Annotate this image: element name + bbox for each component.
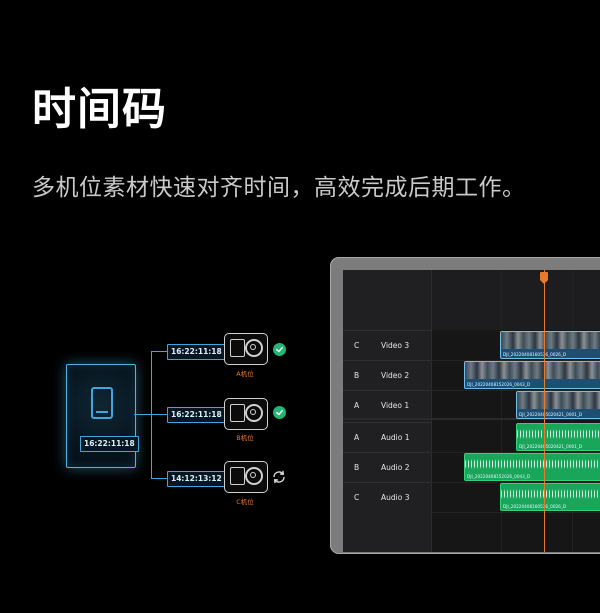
camera-c-label: C机位 xyxy=(236,498,254,506)
page-title: 时间码 xyxy=(32,84,167,135)
video-clip[interactable]: DJI_20220408160536_0026_D xyxy=(500,331,600,359)
video-clip[interactable]: DJI_20220405020421_0001_D xyxy=(516,391,600,419)
camera-icon xyxy=(224,333,268,365)
playhead-line xyxy=(544,270,545,552)
connector-line xyxy=(151,351,152,479)
camera-icon xyxy=(224,398,268,430)
page-subtitle: 多机位素材快速对齐时间，高效完成后期工作。 xyxy=(32,175,526,201)
camera-b-label: B机位 xyxy=(236,434,254,442)
camera-c-timecode: 14:12:13:12 xyxy=(167,471,226,487)
playhead-handle[interactable] xyxy=(540,272,548,284)
connector-line xyxy=(151,351,167,352)
master-timecode: 16:22:11:18 xyxy=(80,436,139,452)
camera-icon xyxy=(224,461,268,493)
audio-clip[interactable]: DJI_20220408152026_0043_D xyxy=(464,453,600,481)
camera-b-timecode: 16:22:11:18 xyxy=(167,407,226,423)
check-circle-icon xyxy=(273,343,286,356)
connector-line xyxy=(134,414,167,415)
video-audio-divider xyxy=(343,418,600,420)
camera-a-timecode: 16:22:11:18 xyxy=(167,344,226,360)
audio-clip[interactable]: DJI_20220405020421_0001_D xyxy=(516,423,600,451)
sync-arrows-icon xyxy=(273,470,285,484)
timecode-device-icon xyxy=(91,387,113,419)
camera-a-label: A机位 xyxy=(236,370,254,378)
check-circle-icon xyxy=(273,406,286,419)
connector-line xyxy=(151,478,167,479)
audio-clip[interactable]: DJI_20220408160536_0026_D xyxy=(500,483,600,511)
master-timecode-device xyxy=(66,364,136,468)
video-clip[interactable]: DJI_20220408152026_0043_D xyxy=(464,361,600,389)
